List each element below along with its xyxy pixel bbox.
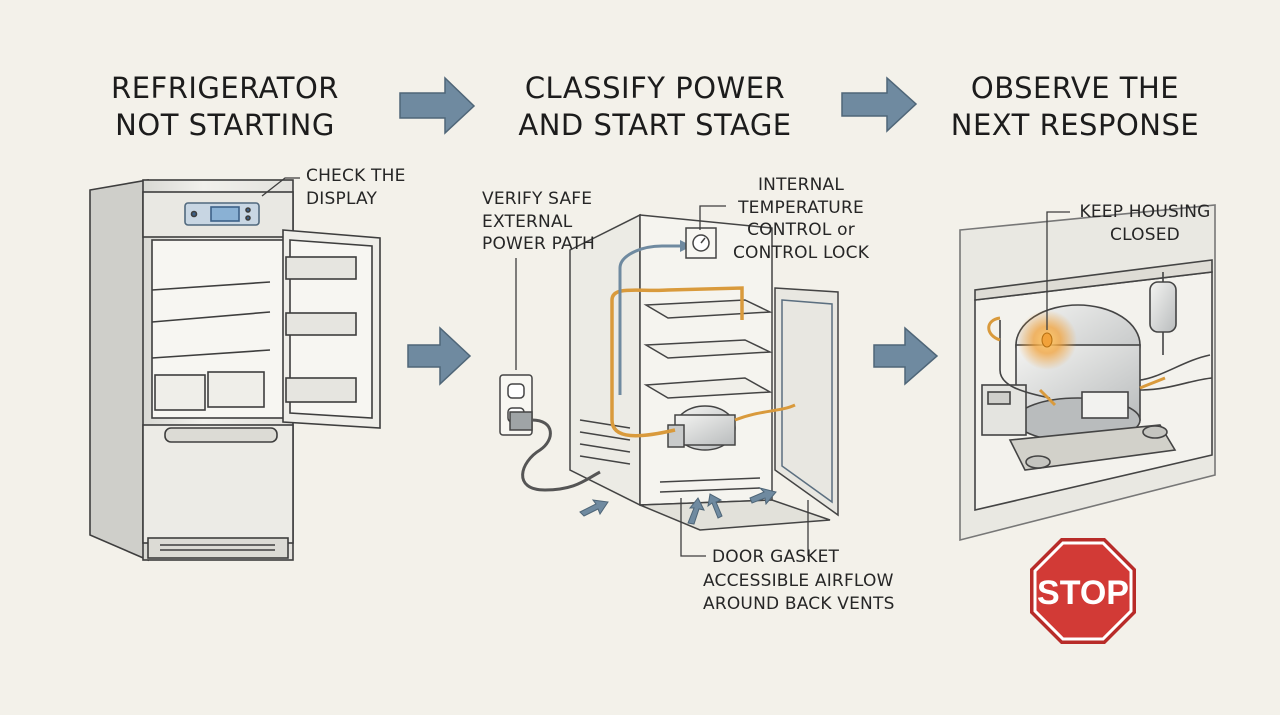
keep-housing-leader <box>1046 211 1070 330</box>
middle-arrow-1 <box>407 326 472 386</box>
check-display-callout: CHECK THE DISPLAY <box>306 166 406 209</box>
middle-arrow-2 <box>873 326 939 386</box>
wire-orange-right <box>734 403 796 422</box>
step3-heading: OBSERVE THE NEXT RESPONSE <box>950 71 1200 142</box>
internal-control-leader <box>699 205 726 230</box>
pipe-highlight <box>987 316 1001 342</box>
stop-sign-label: STOP <box>1037 574 1129 612</box>
wire-orange <box>610 286 744 320</box>
step1-heading: REFRIGERATOR NOT STARTING <box>111 71 339 142</box>
verify-power-callout: VERIFY SAFE EXTERNAL POWER PATH <box>482 189 596 254</box>
header-arrow-1 <box>399 76 476 135</box>
wire-orange-lower <box>610 300 676 438</box>
airflow-arrows <box>579 487 777 525</box>
keep-housing-callout: KEEP HOUSING CLOSED <box>1079 202 1211 245</box>
wall-outlet-icon <box>499 374 533 436</box>
internal-control-callout: INTERNAL TEMPERATURE CONTROL or CONTROL … <box>732 175 870 263</box>
step2-heading: CLASSIFY POWER AND START STAGE <box>518 71 792 142</box>
header-arrow-2 <box>841 76 918 133</box>
check-display-leader <box>261 177 300 197</box>
power-cord <box>521 418 601 492</box>
wire-blue <box>618 244 686 395</box>
airflow-callout: ACCESSIBLE AIRFLOW AROUND BACK VENTS <box>703 571 895 614</box>
stop-sign-icon: STOP <box>1030 538 1136 644</box>
thermostat-icon <box>685 227 717 259</box>
door-gasket-callout: DOOR GASKET <box>712 547 840 567</box>
refrigerator-illustration <box>89 179 381 562</box>
airflow-leader <box>680 498 706 557</box>
compressor-illustration <box>959 204 1216 542</box>
